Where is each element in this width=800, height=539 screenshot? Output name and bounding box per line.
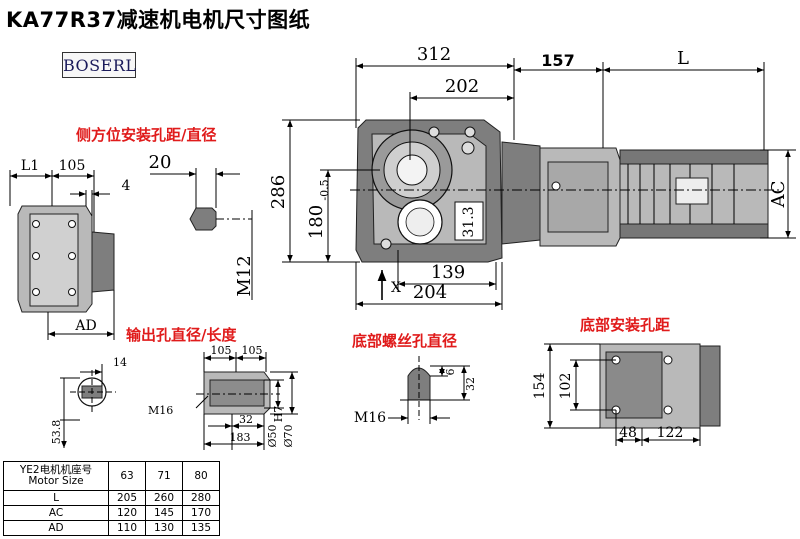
row-label: L [3, 490, 109, 506]
dim-20: 20 [149, 152, 172, 173]
label-bottom-thread: 底部螺丝孔直径 [352, 332, 457, 350]
table-row: L 205 260 280 [3, 490, 220, 506]
dim-48: 48 [619, 425, 637, 441]
dim-157: 157 [541, 51, 574, 70]
dim-phi50: Ø50 [266, 424, 279, 447]
main-view: 31.3 312 202 157 L [268, 44, 796, 310]
dim-M16-a: M16 [148, 404, 173, 417]
dim-102: 102 [558, 373, 574, 400]
dim-14: 14 [113, 356, 127, 369]
table-cell: 145 [145, 505, 183, 521]
dim-286: 286 [268, 175, 289, 209]
dim-204: 204 [413, 282, 447, 303]
table-cell: 205 [108, 490, 146, 506]
dim-180: 180 [306, 205, 327, 239]
table-cell: 135 [182, 520, 220, 536]
label-output-bore: 输出孔直径/长度 [126, 326, 237, 344]
dim-L1: L1 [21, 158, 39, 174]
dim-139: 139 [431, 262, 465, 283]
table-header-label: YE2电机机座号 Motor Size [3, 461, 109, 491]
dim-180-tol: -0.5 [318, 179, 331, 200]
table-cell: 110 [108, 520, 146, 536]
size-cell: 80 [182, 461, 220, 491]
side-view: L1 105 4 AD [9, 158, 131, 340]
dim-105-a: 105 [211, 344, 232, 357]
dim-M12: M12 [234, 255, 255, 296]
model-mark: 31.3 [461, 206, 477, 237]
bottom-thread-detail: 底部螺丝孔直径 6 32 M16 [352, 332, 477, 426]
motor-size-table: YE2电机机座号 Motor Size 63 71 80 L 205 260 2… [3, 461, 220, 536]
dim-202: 202 [445, 76, 479, 97]
table-cell: 170 [182, 505, 220, 521]
dim-32-b: 32 [464, 377, 477, 391]
size-cell: 63 [108, 461, 146, 491]
table-cell: 260 [145, 490, 183, 506]
label-side-holes: 侧方位安装孔距/直径 [76, 126, 216, 144]
dim-105-b: 105 [242, 344, 263, 357]
row-label: AC [3, 505, 109, 521]
table-header-en: Motor Size [28, 475, 84, 487]
output-bore-detail: 输出孔直径/长度 105 105 M16 32 183 Ø50 H7 Ø70 [126, 326, 298, 450]
dim-183: 183 [230, 431, 251, 444]
row-label: AD [3, 520, 109, 536]
page-title: KA77R37减速机电机尺寸图纸 [6, 8, 311, 32]
dim-122: 122 [657, 425, 684, 441]
dim-105-left: 105 [59, 158, 86, 174]
dim-154: 154 [532, 373, 548, 400]
brand-logo: BOSERL [62, 52, 136, 78]
dim-6: 6 [444, 369, 457, 376]
label-bottom-holes: 底部安装孔距 [580, 316, 670, 334]
table-row: AC 120 145 170 [3, 505, 220, 521]
table-header-row: YE2电机机座号 Motor Size 63 71 80 [3, 461, 220, 491]
dim-32-a: 32 [239, 413, 253, 426]
dim-phi70: Ø70 [282, 424, 295, 447]
dim-312: 312 [417, 44, 451, 65]
dim-53-8: 53.8 [50, 420, 63, 445]
view-x-label: X [391, 280, 401, 296]
dim-4: 4 [122, 178, 131, 194]
dim-L: L [677, 48, 689, 69]
side-bolt-detail: 侧方位安装孔距/直径 20 M12 [76, 126, 255, 300]
table-cell: 120 [108, 505, 146, 521]
table-header-cn: YE2电机机座号 [19, 464, 93, 476]
shaft-key-detail: 14 53.8 [50, 356, 127, 448]
table-cell: 130 [145, 520, 183, 536]
adapter [501, 141, 541, 245]
table-cell: 280 [182, 490, 220, 506]
dim-M16-b: M16 [354, 410, 386, 426]
size-cell: 71 [145, 461, 183, 491]
bottom-holes-detail: 底部安装孔距 154 102 48 122 [532, 316, 721, 446]
dim-AC: AC [768, 181, 789, 209]
table-row: AD 110 130 135 [3, 520, 220, 536]
dim-AD: AD [74, 318, 96, 334]
